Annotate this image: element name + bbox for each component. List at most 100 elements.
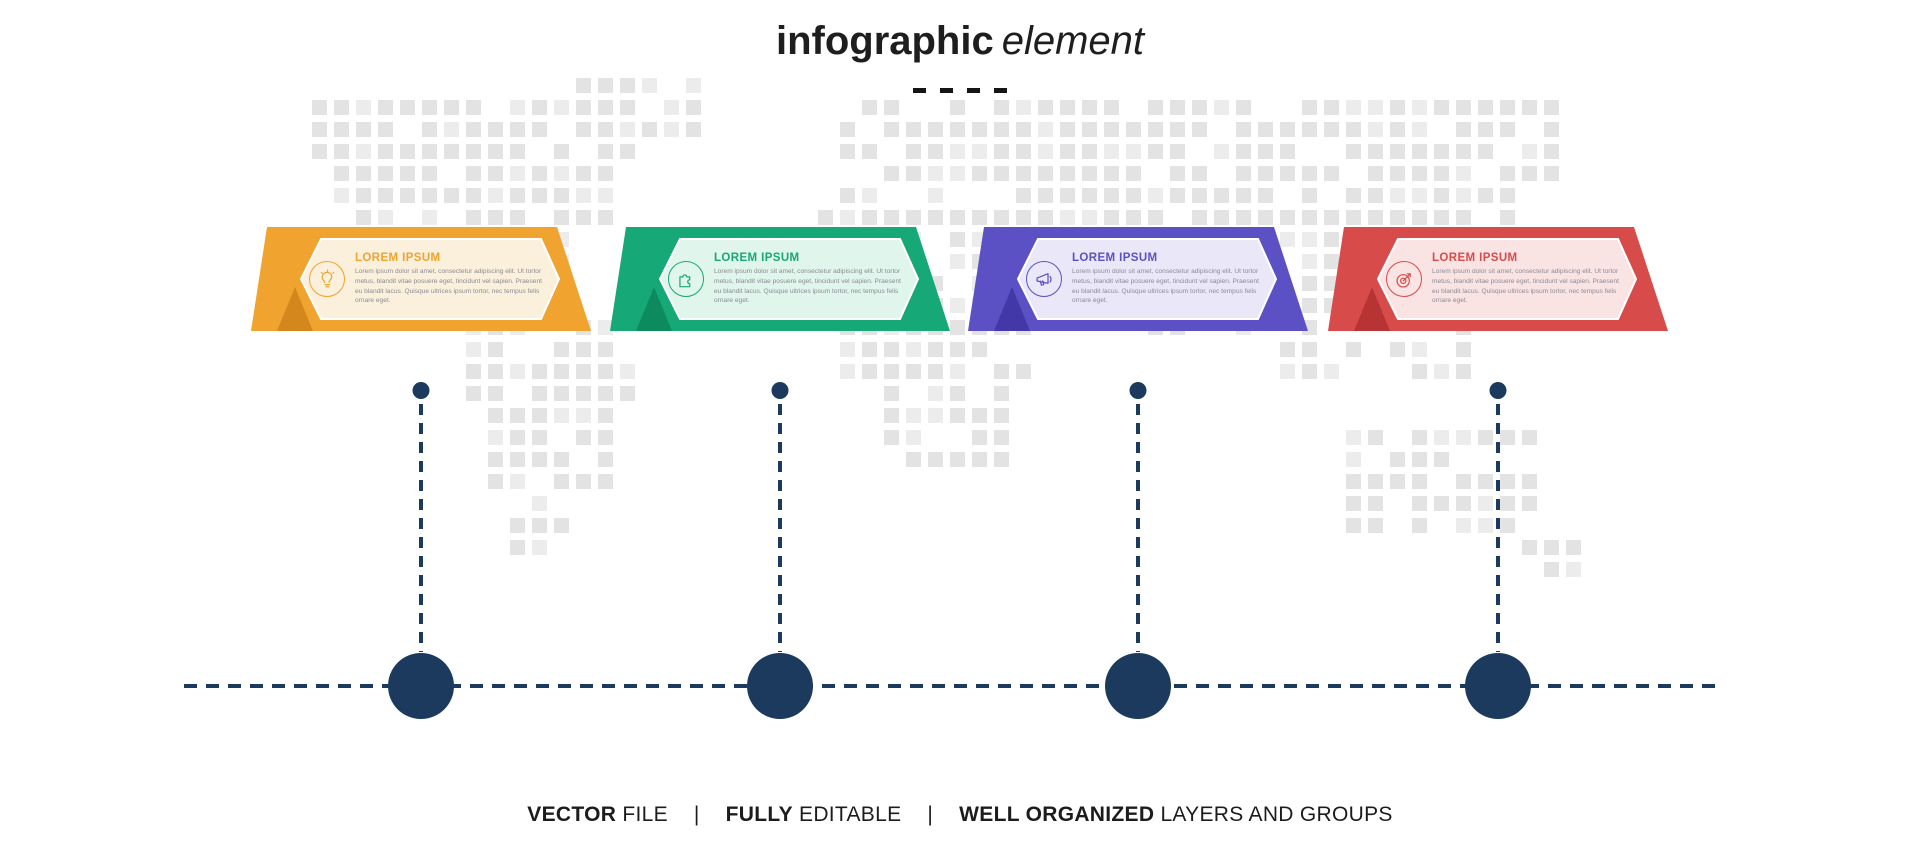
connector-line [419,404,423,652]
map-pixel [576,386,591,401]
map-pixel [400,188,415,203]
map-pixel [972,210,987,225]
map-pixel [686,100,701,115]
map-pixel [1324,232,1339,247]
map-pixel [1478,144,1493,159]
map-pixel [1060,166,1075,181]
map-pixel [862,364,877,379]
map-pixel [994,408,1009,423]
map-pixel [1038,144,1053,159]
map-pixel [1390,474,1405,489]
map-pixel [1544,562,1559,577]
title-italic: element [1001,19,1145,63]
map-pixel [1038,166,1053,181]
megaphone-icon [1026,261,1062,297]
map-pixel [422,166,437,181]
map-pixel [1500,188,1515,203]
map-pixel [576,364,591,379]
map-pixel [1412,210,1427,225]
map-pixel [1478,496,1493,511]
map-pixel [510,166,525,181]
map-pixel [950,298,965,313]
map-pixel [1082,144,1097,159]
map-pixel [598,386,613,401]
map-pixel [466,342,481,357]
map-pixel [356,122,371,137]
map-pixel [576,408,591,423]
map-pixel [950,386,965,401]
map-pixel [906,122,921,137]
map-pixel [1280,342,1295,357]
connector-dot [771,382,789,399]
map-pixel [1456,188,1471,203]
map-pixel [620,144,635,159]
map-pixel [840,144,855,159]
map-pixel [1302,320,1317,335]
card-body: Lorem ipsum dolor sit amet, consectetur … [1432,268,1619,305]
map-pixel [488,408,503,423]
map-pixel [488,474,503,489]
map-pixel [488,364,503,379]
map-pixel [1060,210,1075,225]
map-pixel [1478,188,1493,203]
map-pixel [554,408,569,423]
map-pixel [466,100,481,115]
map-pixel [1390,100,1405,115]
map-pixel [444,188,459,203]
map-pixel [1566,562,1581,577]
map-pixel [1082,122,1097,137]
map-pixel [598,320,613,335]
map-pixel [1126,188,1141,203]
milestone-circle [1465,653,1531,719]
map-pixel [554,386,569,401]
map-pixel [554,144,569,159]
map-pixel [1258,188,1273,203]
map-pixel [906,166,921,181]
map-pixel [1104,188,1119,203]
map-pixel [598,78,613,93]
map-pixel [532,188,547,203]
map-pixel [1302,342,1317,357]
map-pixel [1346,518,1361,533]
map-pixel [598,188,613,203]
connector-line [778,404,782,652]
map-pixel [400,166,415,181]
map-pixel [1258,166,1273,181]
map-pixel [1412,144,1427,159]
map-pixel [1280,364,1295,379]
map-pixel [576,188,591,203]
map-pixel [1434,144,1449,159]
card-text: LOREM IPSUM Lorem ipsum dolor sit amet, … [1072,252,1270,305]
map-pixel [1148,100,1163,115]
step-card-1: LOREM IPSUM Lorem ipsum dolor sit amet, … [251,227,591,331]
map-pixel [1302,100,1317,115]
map-pixel [906,430,921,445]
map-pixel [532,518,547,533]
map-pixel [840,210,855,225]
map-pixel [862,188,877,203]
map-pixel [1302,364,1317,379]
map-pixel [1390,210,1405,225]
map-pixel [1236,144,1251,159]
map-pixel [1170,166,1185,181]
card-text: LOREM IPSUM Lorem ipsum dolor sit amet, … [355,252,553,305]
map-pixel [1170,188,1185,203]
map-pixel [554,210,569,225]
map-pixel [1104,100,1119,115]
map-pixel [356,210,371,225]
map-pixel [356,100,371,115]
card-content: LOREM IPSUM Lorem ipsum dolor sit amet, … [668,241,912,317]
map-pixel [400,100,415,115]
map-pixel [1126,144,1141,159]
map-pixel [972,144,987,159]
map-pixel [994,144,1009,159]
map-pixel [1434,188,1449,203]
map-pixel [1104,166,1119,181]
map-pixel [444,144,459,159]
map-pixel [1104,210,1119,225]
map-pixel [1302,122,1317,137]
map-pixel [1456,518,1471,533]
map-pixel [906,342,921,357]
